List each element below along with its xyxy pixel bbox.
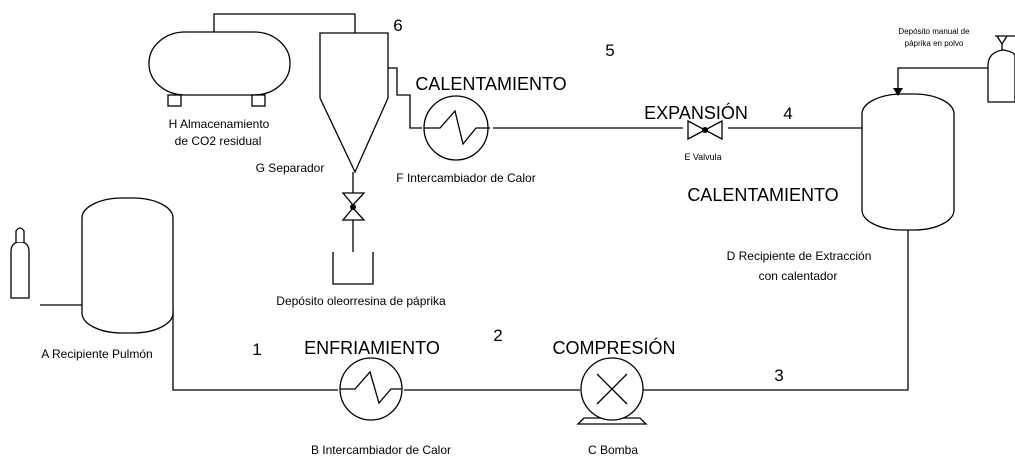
- gas-cylinder-valve: [15, 227, 25, 242]
- oleoresin-tank: Depósito oleorresina de páprika: [276, 252, 446, 308]
- stream-6: 6: [393, 16, 402, 35]
- pipe-g-to-h: [213, 13, 356, 33]
- vessel-d: D Recipiente de Extracción con calentado…: [727, 88, 955, 283]
- separator-g-body: [319, 32, 389, 174]
- stream-3: 3: [774, 366, 783, 385]
- level-indicator-icon: [996, 35, 1008, 46]
- manual-feed-label-line1: Depósito manual de: [898, 27, 970, 36]
- process-calentamiento-right: CALENTAMIENTO: [687, 185, 838, 205]
- vessel-d-body: [861, 93, 955, 231]
- heat-exchanger-f: F Intercambiador de Calor: [396, 95, 536, 185]
- gas-cylinder-icon: [10, 241, 30, 299]
- manual-feed-hopper-body: [987, 49, 1015, 103]
- heat-exchanger-f-label: F Intercambiador de Calor: [396, 171, 535, 185]
- pipe-f-to-g: [372, 67, 422, 129]
- stream-1: 1: [252, 340, 261, 359]
- separator-g-valve-stem-dot: [350, 204, 356, 210]
- manual-feed-label-line2: páprika en polvo: [905, 39, 964, 48]
- pump-c-label: C Bomba: [588, 443, 638, 457]
- vessel-a: A Recipiente Pulmón: [10, 197, 174, 361]
- process-expansion: EXPANSIÓN: [644, 102, 748, 123]
- pump-c: C Bomba: [576, 357, 648, 457]
- stream-2: 2: [493, 326, 502, 345]
- process-labels: ENFRIAMIENTO COMPRESIÓN CALENTAMIENTO EX…: [304, 74, 839, 358]
- vessel-d-label-line1: D Recipiente de Extracción: [727, 249, 872, 263]
- storage-h-body: [148, 31, 291, 96]
- separator-g-label: G Separador: [256, 161, 325, 175]
- pipe-c-to-d: [643, 230, 909, 391]
- process-calentamiento-top: CALENTAMIENTO: [415, 74, 566, 94]
- process-enfriamiento: ENFRIAMIENTO: [304, 338, 440, 358]
- pump-c-cross-icon: [596, 373, 628, 405]
- vessel-d-label-line2: con calentador: [759, 269, 838, 283]
- valve-e-stem-dot: [702, 127, 708, 133]
- storage-h-leg-left: [167, 94, 182, 107]
- storage-h: H Almacenamiento de CO2 residual: [148, 31, 291, 148]
- valve-e: E Valvula: [684, 119, 723, 162]
- heat-exchanger-b-label: B Intercambiador de Calor: [311, 443, 451, 457]
- stream-numbers: 1 2 3 4 5 6: [252, 16, 792, 385]
- vessel-a-label: A Recipiente Pulmón: [41, 347, 152, 361]
- pipe-manual-feed: [897, 67, 988, 94]
- storage-h-label-line1: H Almacenamiento: [169, 117, 270, 131]
- separator-g-valve-icon: [341, 192, 366, 221]
- oleoresin-tank-body: [332, 252, 374, 285]
- heat-exchanger-b-coil-icon: [340, 370, 402, 405]
- process-compresion: COMPRESIÓN: [552, 337, 675, 358]
- heat-exchanger-f-coil-icon: [424, 109, 490, 146]
- stream-4: 4: [783, 104, 792, 123]
- storage-h-leg-right: [251, 94, 266, 107]
- valve-e-label: E Valvula: [684, 152, 721, 162]
- stream-5: 5: [605, 41, 614, 60]
- heat-exchanger-b: B Intercambiador de Calor: [311, 357, 451, 457]
- separator-g: G Separador: [256, 32, 389, 221]
- manual-feed-hopper: Depósito manual de páprika en polvo: [898, 27, 1015, 103]
- storage-h-label-line2: de CO2 residual: [175, 134, 262, 148]
- vessel-a-body: [81, 197, 174, 334]
- feed-arrow-icon: [893, 88, 903, 96]
- pipe-a-to-b: [172, 310, 338, 391]
- piping: [40, 13, 988, 391]
- oleoresin-tank-label: Depósito oleorresina de páprika: [276, 294, 446, 308]
